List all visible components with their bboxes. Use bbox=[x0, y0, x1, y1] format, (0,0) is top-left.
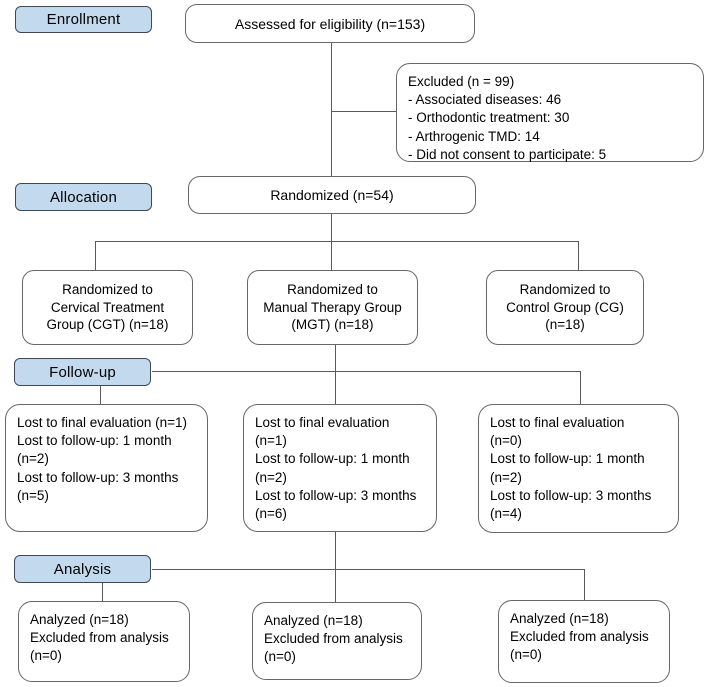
stage-label-enrollment: Enrollment bbox=[15, 6, 152, 33]
stage-label-allocation: Allocation bbox=[15, 183, 152, 211]
connector-line bbox=[584, 569, 585, 600]
connector-line bbox=[578, 241, 579, 270]
connector-line bbox=[152, 371, 581, 372]
connector-line bbox=[152, 569, 584, 570]
loss-box-cgt: Lost to final evaluation (n=1)Lost to fo… bbox=[5, 404, 208, 532]
loss-box-cg: Lost to final evaluation(n=0)Lost to fol… bbox=[478, 404, 679, 533]
connector-line bbox=[331, 42, 332, 176]
stage-label-followup: Follow-up bbox=[14, 358, 151, 386]
randomized-box: Randomized (n=54) bbox=[188, 176, 476, 214]
analyzed-box-cgt: Analyzed (n=18)Excluded from analysis(n=… bbox=[18, 601, 190, 682]
analyzed-box-mgt: Analyzed (n=18)Excluded from analysis(n=… bbox=[252, 602, 422, 680]
loss-box-mgt: Lost to final evaluation(n=1)Lost to fol… bbox=[243, 404, 437, 532]
connector-line bbox=[100, 386, 101, 404]
connector-line bbox=[102, 583, 103, 601]
connector-line bbox=[95, 241, 96, 270]
connector-line bbox=[95, 241, 579, 242]
connector-line bbox=[335, 345, 336, 404]
excluded-box: Excluded (n = 99)- Associated diseases: … bbox=[396, 63, 704, 162]
connector-line bbox=[331, 111, 396, 112]
analyzed-box-cg: Analyzed (n=18)Excluded from analysis(n=… bbox=[498, 600, 670, 683]
stage-label-analysis: Analysis bbox=[14, 555, 151, 583]
connector-line bbox=[335, 531, 336, 602]
connector-line bbox=[331, 214, 332, 270]
assessed-eligibility-box: Assessed for eligibility (n=153) bbox=[185, 4, 475, 43]
connector-line bbox=[580, 371, 581, 404]
